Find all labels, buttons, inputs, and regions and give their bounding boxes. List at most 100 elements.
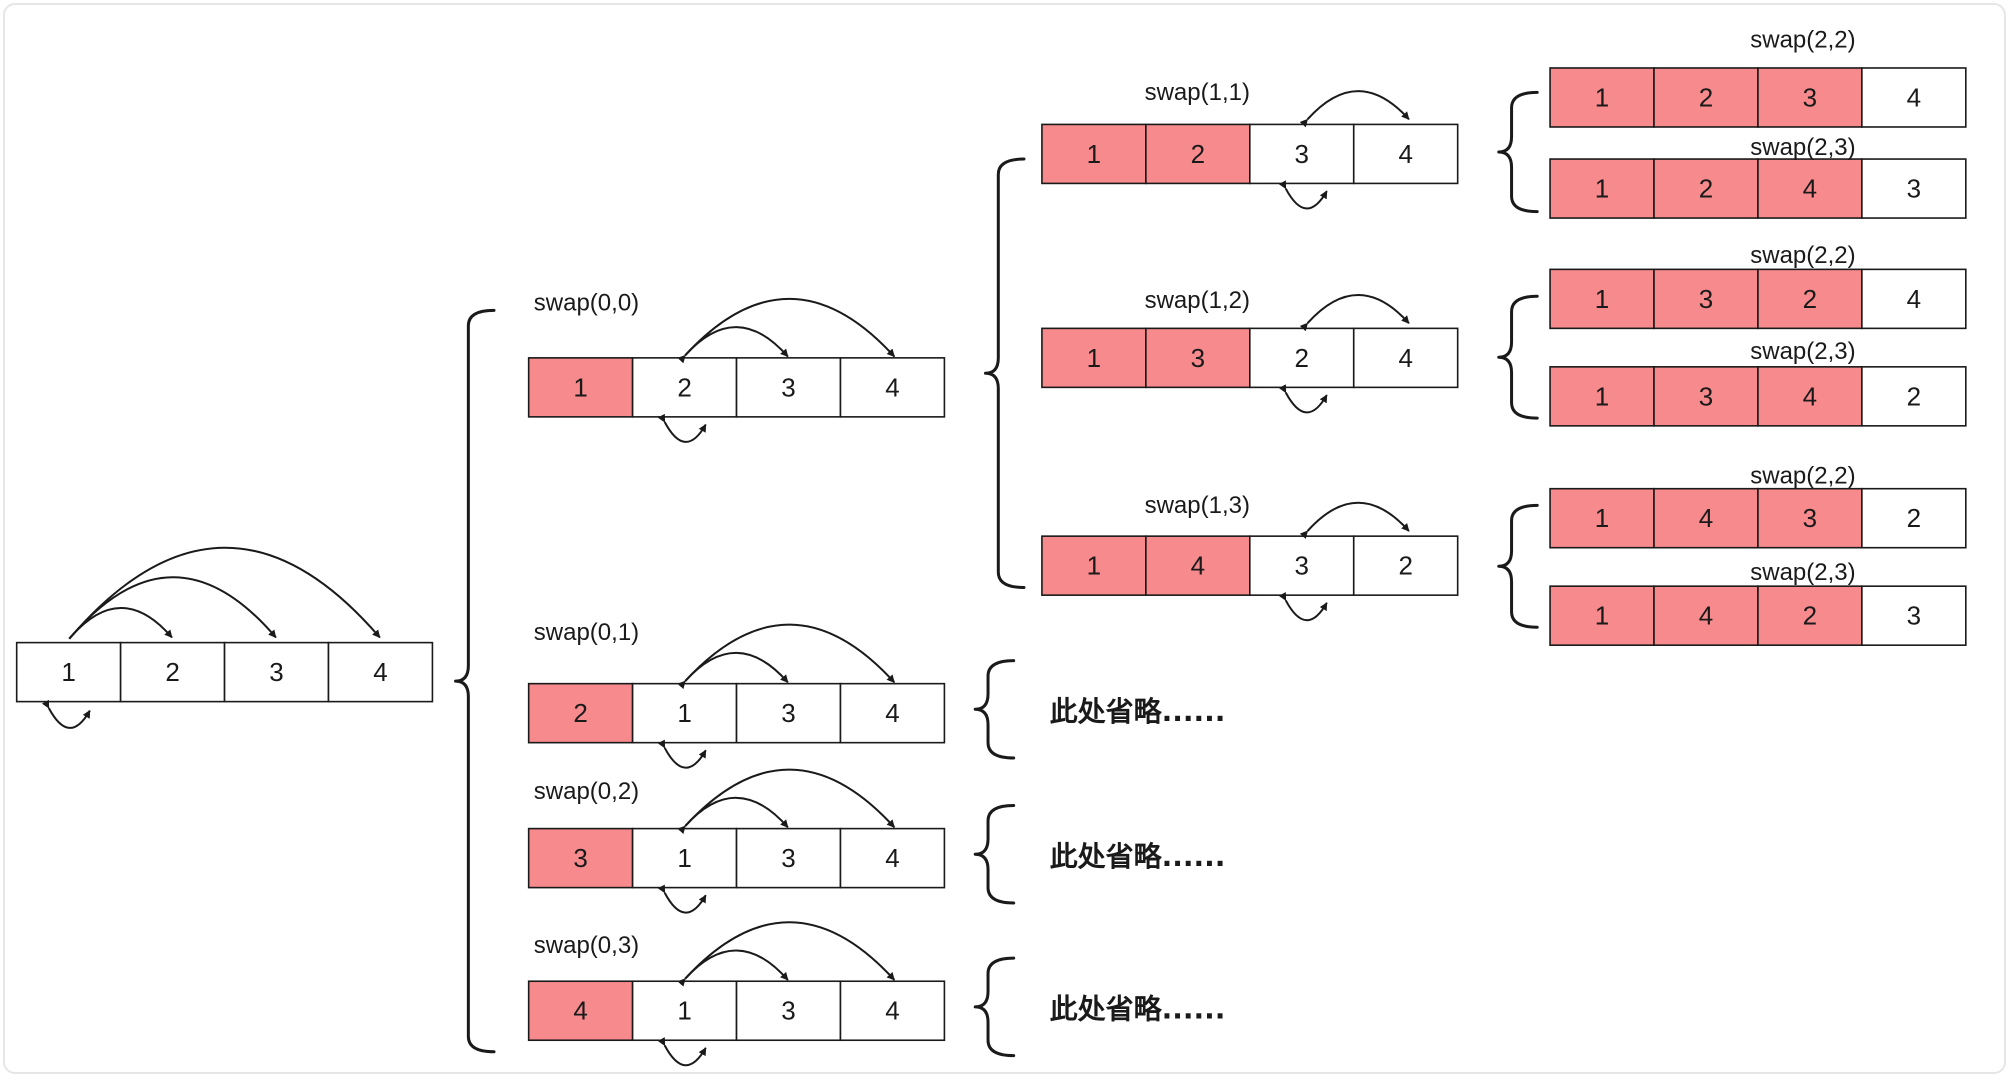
cell-value: 2 <box>573 698 587 728</box>
cell-value: 2 <box>1699 82 1713 112</box>
array-cell <box>1861 158 1967 219</box>
array-cell <box>1757 585 1863 646</box>
self-swap-arrow <box>657 413 707 443</box>
array-cell <box>839 827 946 889</box>
cell-value: 1 <box>1595 381 1609 411</box>
cell-value: 3 <box>1803 503 1817 533</box>
cell-value: 1 <box>61 657 75 687</box>
self-swap-arrow <box>41 699 91 729</box>
array-cell <box>1861 67 1967 128</box>
cell-value: 2 <box>1803 601 1817 631</box>
swap-arrow <box>68 576 277 640</box>
array-cell <box>839 682 946 744</box>
cell-value: 2 <box>1699 174 1713 204</box>
cell-value: 2 <box>1398 551 1412 581</box>
group-brace <box>973 956 1016 1058</box>
self-swap-arrow <box>657 739 707 769</box>
cell-value: 3 <box>1191 343 1205 373</box>
array-cell <box>735 980 842 1042</box>
cell-value: 4 <box>885 698 899 728</box>
cell-value: 4 <box>1699 503 1713 533</box>
self-swap-arrow <box>657 884 707 914</box>
cell-value: 2 <box>1295 343 1309 373</box>
cell-value: 3 <box>1699 381 1713 411</box>
array-cell <box>1352 327 1459 389</box>
array-cell <box>1145 123 1251 185</box>
array-cell <box>1653 585 1759 646</box>
cell-value: 1 <box>1087 343 1101 373</box>
swap-arrow <box>1299 90 1410 128</box>
array-cell <box>1653 67 1759 128</box>
cell-value: 4 <box>1907 82 1921 112</box>
self-swap-arrow <box>1278 384 1328 414</box>
swap-label: swap(2,2) <box>1750 463 1855 490</box>
cell-value: 4 <box>1398 343 1412 373</box>
swap-arrow <box>1299 294 1410 332</box>
array-cell <box>1861 585 1967 646</box>
cell-value: 3 <box>269 657 283 687</box>
cell-value: 2 <box>165 657 179 687</box>
swap-arrow <box>677 651 789 690</box>
omitted-note: 此处省略...... <box>1050 840 1226 873</box>
cell-value: 1 <box>1087 551 1101 581</box>
cell-value: 3 <box>1907 174 1921 204</box>
array-cell <box>15 641 122 703</box>
swap-arrow <box>68 606 173 640</box>
array-cell <box>1041 535 1147 596</box>
cell-value: 1 <box>1087 139 1101 169</box>
cell-value: 3 <box>1803 82 1817 112</box>
cell-value: 3 <box>781 843 795 873</box>
swap-arrow <box>684 623 896 684</box>
cell-value: 4 <box>1907 284 1921 314</box>
cell-value: 3 <box>781 996 795 1026</box>
swap-label: swap(2,3) <box>1750 559 1855 586</box>
cell-value: 1 <box>1595 82 1609 112</box>
cell-value: 3 <box>781 372 795 402</box>
swap-label: swap(2,3) <box>1750 338 1855 365</box>
array-cell <box>735 827 842 889</box>
cell-value: 2 <box>1803 284 1817 314</box>
level3-array: 1 2 3 4 <box>1549 67 1967 128</box>
array-cell <box>1041 327 1147 389</box>
array-cell <box>527 980 634 1042</box>
cell-value: 3 <box>573 843 587 873</box>
swap-label: swap(0,3) <box>534 932 639 959</box>
swap-arrow <box>68 546 381 640</box>
array-cell <box>1861 268 1967 330</box>
swap-label: swap(2,2) <box>1750 242 1855 269</box>
group-brace <box>1497 294 1539 420</box>
swap-arrow <box>677 326 789 364</box>
swap-arrow <box>677 796 789 835</box>
array-cell <box>527 682 634 744</box>
swap-arrow <box>684 768 896 828</box>
cell-value: 4 <box>573 996 587 1026</box>
cell-value: 4 <box>1803 381 1817 411</box>
self-swap-arrow <box>657 1037 707 1067</box>
array-cell <box>119 641 226 703</box>
cell-value: 1 <box>677 698 691 728</box>
array-cell <box>631 682 738 744</box>
swap-label: swap(1,1) <box>1145 79 1250 106</box>
array-cell <box>527 357 634 418</box>
omitted-note: 此处省略...... <box>1050 695 1226 728</box>
array-cell <box>527 827 634 889</box>
array-cell <box>1549 67 1655 128</box>
group-brace <box>973 659 1016 760</box>
array-cell <box>1757 487 1863 549</box>
array-cell <box>1757 366 1863 427</box>
swap-label: swap(1,2) <box>1145 287 1250 314</box>
cell-value: 3 <box>1295 139 1309 169</box>
array-cell <box>839 980 946 1042</box>
cell-value: 1 <box>1595 284 1609 314</box>
array-cell <box>631 980 738 1042</box>
swap-label: swap(0,2) <box>534 778 639 805</box>
cell-value: 1 <box>1595 174 1609 204</box>
cell-value: 4 <box>885 843 899 873</box>
array-cell <box>1249 327 1355 389</box>
cell-value: 2 <box>677 372 691 402</box>
